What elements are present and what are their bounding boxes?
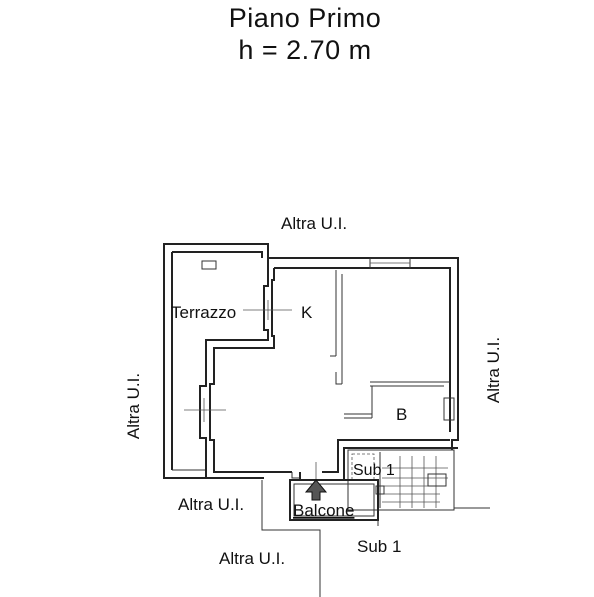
label-sub1-bottom: Sub 1 <box>357 537 401 556</box>
label-altra-bottom-left: Altra U.I. <box>178 495 244 514</box>
balcony <box>289 479 379 521</box>
label-bath: B <box>396 405 407 424</box>
entrance-arrow-icon <box>304 479 328 501</box>
label-sub1-stair: Sub 1 <box>353 462 395 479</box>
window-right <box>443 397 455 421</box>
terrace-outline <box>163 243 269 479</box>
ceiling-height: h = 2.70 m <box>238 35 372 65</box>
interior-partitions <box>330 270 450 419</box>
label-altra-top: Altra U.I. <box>281 214 347 233</box>
boundary-lines <box>261 480 379 597</box>
section-markers <box>184 300 317 482</box>
label-kitchen: K <box>301 303 313 322</box>
label-altra-left: Altra U.I. <box>124 373 143 439</box>
label-altra-bottom: Altra U.I. <box>219 549 285 568</box>
label-terrazzo: Terrazzo <box>171 303 236 322</box>
apartment-walls <box>199 257 459 481</box>
label-altra-right: Altra U.I. <box>484 337 503 403</box>
staircase <box>347 449 490 511</box>
plan-title: Piano Primo <box>228 3 382 33</box>
label-balcone: Balcone <box>293 501 354 520</box>
skylight <box>201 260 217 270</box>
